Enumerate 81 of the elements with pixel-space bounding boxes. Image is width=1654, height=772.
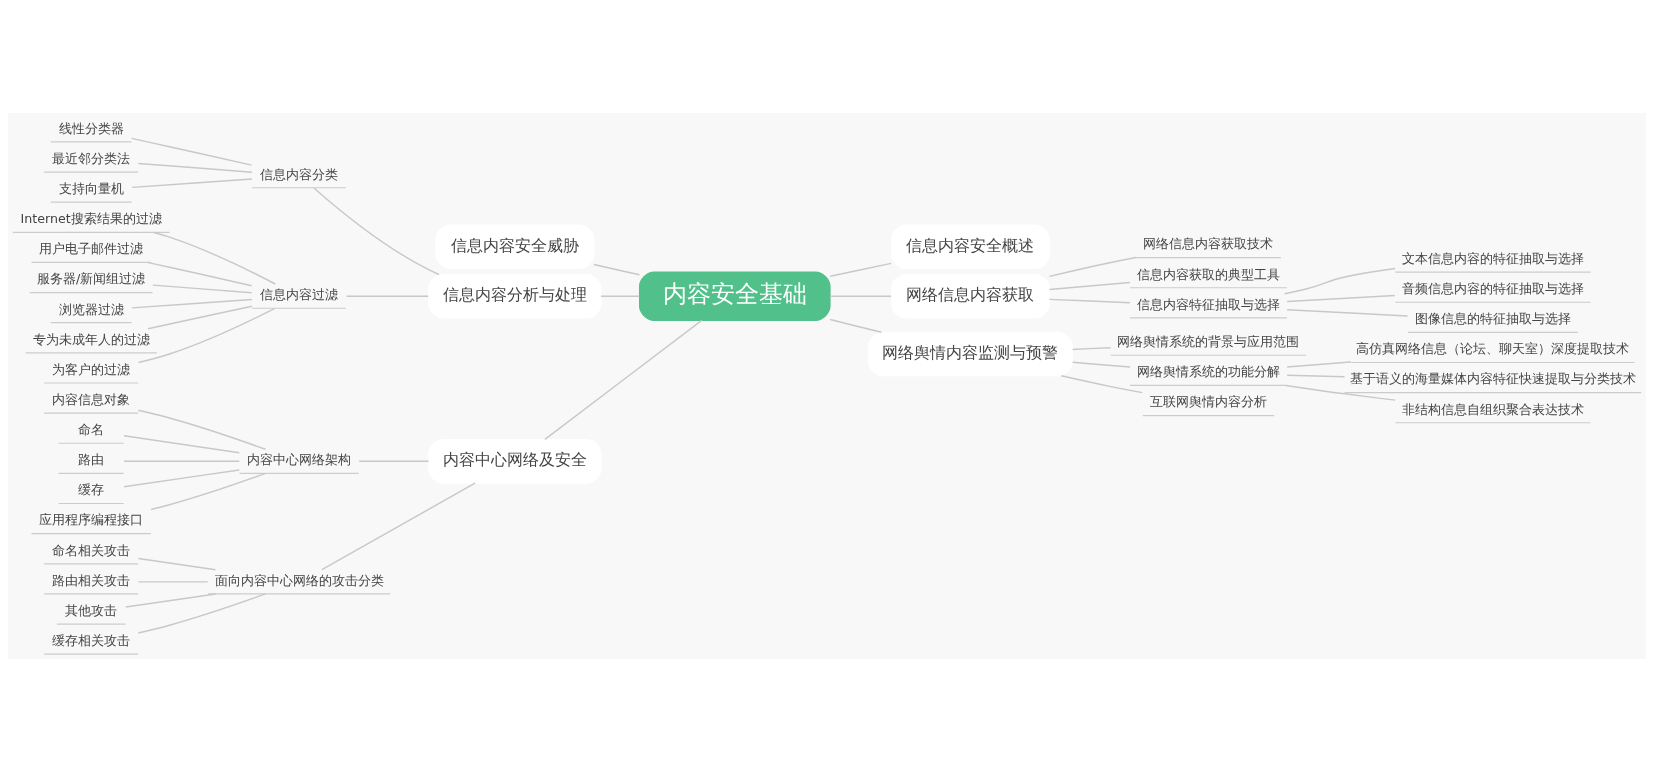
node-box: 网络信息内容获取	[890, 273, 1050, 319]
node-text: 服务器/新闻组过滤	[37, 271, 146, 287]
connector	[137, 307, 276, 364]
node-text: 支持向量机	[58, 181, 124, 197]
node-text: 应用程序编程接口	[39, 512, 144, 528]
node-text: 高仿真网络信息（论坛、聊天室）深度提取技术	[1356, 341, 1630, 357]
node-box: 信息内容分析与处理	[428, 273, 602, 319]
node-text: 网络舆情系统的背景与应用范围	[1117, 334, 1300, 350]
node-text: 缓存	[78, 482, 105, 498]
connector	[829, 295, 892, 297]
connector	[1283, 267, 1396, 295]
connector	[123, 460, 240, 463]
node-text: 命名	[78, 422, 105, 438]
node-text: 信息内容分类	[260, 166, 339, 182]
node-text: 用户电子邮件过滤	[39, 241, 144, 257]
node-box: 信息内容安全威胁	[435, 224, 595, 270]
connector	[313, 187, 440, 276]
connector	[1286, 309, 1409, 317]
connector	[137, 409, 267, 450]
connector	[358, 460, 430, 463]
connector	[150, 472, 267, 511]
node-box: 网络舆情内容监测与预警	[867, 331, 1073, 377]
node-text: 最近邻分类法	[52, 150, 131, 166]
node-text: 路由	[78, 452, 105, 468]
node-text: 音频信息内容的特征抽取与选择	[1401, 281, 1584, 297]
node-text: 为客户的过滤	[52, 361, 131, 377]
connector	[131, 178, 253, 189]
node-text: 面向内容中心网络的攻击分类	[214, 572, 384, 588]
connector	[1285, 384, 1396, 401]
node-text: 图像信息的特征抽取与选择	[1414, 311, 1571, 327]
node-text: 缓存相关攻击	[52, 633, 131, 649]
node-text: 线性分类器	[58, 120, 124, 136]
connector	[130, 137, 253, 166]
node-text: 信息内容过滤	[260, 287, 339, 303]
node-text: 信息内容获取的典型工具	[1136, 266, 1280, 282]
connector	[137, 162, 253, 173]
connector	[147, 305, 253, 330]
node-text: 其他攻击	[65, 602, 118, 618]
connector	[1060, 375, 1144, 394]
node-box: 信息内容安全概述	[890, 224, 1050, 270]
connector	[321, 482, 476, 571]
connector	[593, 263, 641, 276]
connector	[1048, 281, 1131, 291]
node-box: 内容中心网络及安全	[428, 439, 602, 484]
connector	[1286, 361, 1352, 368]
node-text: 专为未成年人的过滤	[32, 331, 150, 347]
node-text: 互联网舆情内容分析	[1149, 394, 1267, 410]
connector	[829, 262, 892, 277]
connector	[152, 284, 253, 294]
connector	[544, 319, 703, 441]
connector	[1048, 256, 1137, 278]
node-text: Internet搜索结果的过滤	[20, 211, 162, 227]
connector	[345, 295, 429, 297]
connector	[1071, 346, 1112, 351]
connector	[147, 261, 253, 287]
connector	[1071, 361, 1131, 368]
connector	[123, 469, 240, 488]
connector	[1048, 298, 1131, 304]
node-text: 命名相关攻击	[52, 542, 131, 558]
node-text: 路由相关攻击	[52, 572, 131, 588]
connector	[153, 231, 277, 285]
connector	[137, 593, 267, 634]
connector	[600, 295, 640, 297]
connector	[1286, 374, 1346, 378]
connector	[131, 298, 253, 309]
node-text: 网络舆情系统的功能分解	[1136, 364, 1280, 380]
connector	[137, 581, 209, 583]
node-text: 内容信息对象	[52, 391, 131, 407]
node-text: 网络信息内容获取技术	[1143, 236, 1274, 252]
connector	[829, 318, 883, 333]
connector	[137, 557, 217, 571]
node-text: 内容中心网络架构	[247, 452, 352, 468]
node-text: 文本信息内容的特征抽取与选择	[1401, 250, 1584, 266]
connector	[125, 593, 217, 608]
node-text: 基于语义的海量媒体内容特征快速提取与分类技术	[1349, 371, 1636, 387]
node-box: 内容安全基础	[638, 271, 831, 321]
node-text: 非结构信息自组织聚合表达技术	[1401, 401, 1584, 417]
node-text: 浏览器过滤	[58, 301, 124, 317]
connector	[123, 435, 240, 454]
connector	[1286, 294, 1396, 303]
node-text: 信息内容特征抽取与选择	[1136, 296, 1280, 312]
